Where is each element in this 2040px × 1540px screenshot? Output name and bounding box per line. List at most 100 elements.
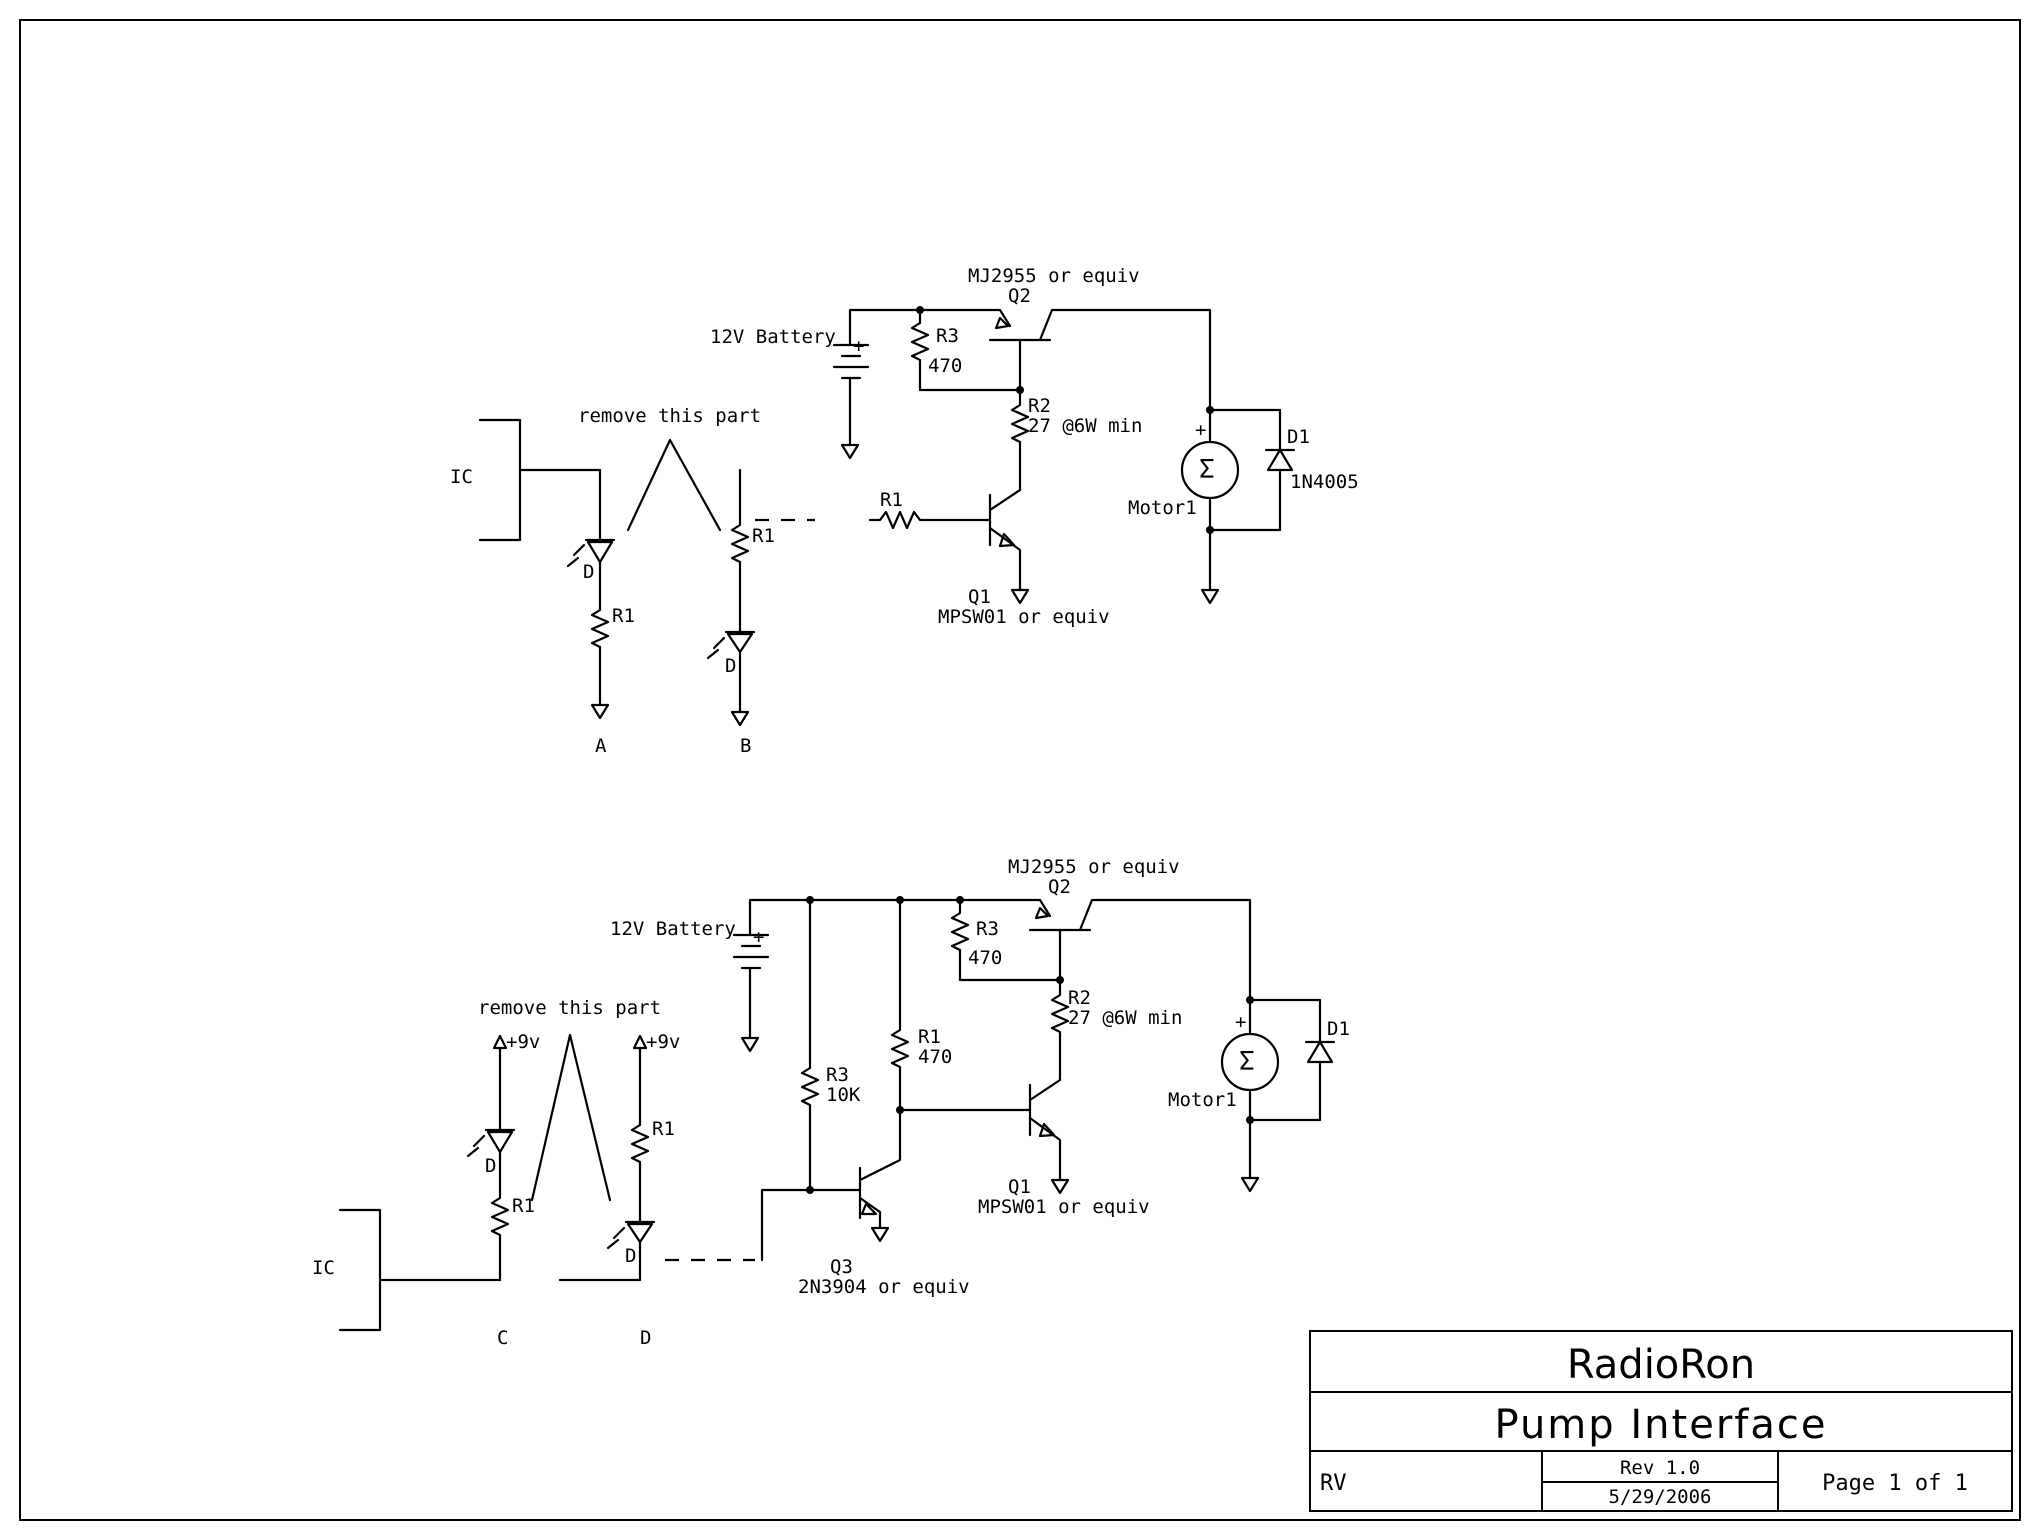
q2-a-ref: Q2 [1008,285,1031,307]
battery-a-label: 12V Battery [710,326,836,348]
label-a: A [595,735,607,757]
resistor-r2-b [1050,978,1070,1082]
d1-b-ref: D1 [1327,1018,1350,1040]
circuit-a: 12V Battery + R3 470 MJ2955 or equiv Q2 … [450,265,1359,757]
motor-a-label: Motor1 [1128,497,1197,519]
label-c: C [497,1327,508,1349]
led-b-rays [706,636,726,660]
drawing-title: Pump Interface [1495,1402,1828,1448]
q1-a-ref: Q1 [968,586,991,608]
motor-a-plus: + [1195,419,1206,441]
ground-b [730,710,750,727]
r1-b-ref: R1 [752,525,775,547]
label-d: D [640,1327,651,1349]
page-number: Page 1 of 1 [1822,1471,1968,1496]
motor-b-plus: + [1235,1011,1246,1033]
ground-a [590,703,610,720]
resistor-r2-a [1010,388,1030,492]
transistor-q1-a [988,488,1030,605]
transistor-q3 [858,1108,902,1230]
ground-motor-a [1200,588,1220,605]
ic-b-bracket [338,1208,502,1332]
ic-b-label: IC [312,1257,335,1279]
motor-b-label: Motor1 [1168,1089,1237,1111]
r2-b-val: 27 @6W min [1068,1007,1182,1029]
sheet-border [19,19,2021,1521]
ground-battery-b [740,1036,760,1053]
ground-q3 [870,1226,890,1243]
q2-b-part: MJ2955 or equiv [1008,856,1180,878]
ic-a-label: IC [450,466,473,488]
r2-a-ref: R2 [1028,395,1051,417]
motor-a-symbol: Σ [1199,455,1215,485]
drawing-date: 5/29/2006 [1609,1486,1712,1508]
transistor-q1-b [1028,1078,1062,1182]
title-block: RadioRon Pump Interface RV Rev 1.0 5/29/… [1309,1330,2013,1512]
led-d-label: D [625,1245,636,1267]
battery-a-plus: + [853,335,864,357]
ic-a-bracket [478,418,522,542]
q2-b-arrow [1034,906,1050,920]
r3-a-ref: R3 [936,325,959,347]
r3-b-val: 470 [968,947,1002,969]
resistor-r1-base-a [868,510,992,530]
q1-b-arrow [1038,1122,1056,1138]
r1b-ref: R1 [918,1026,941,1048]
ground-q1-b [1050,1178,1070,1195]
led-c-label: D [485,1155,496,1177]
r2-a-val: 27 @6W min [1028,415,1142,437]
led-d-rays [606,1226,626,1250]
led-c-rays [466,1134,486,1158]
q3-ref: Q3 [830,1256,853,1278]
transistor-q2-a [918,308,1212,412]
circuit-b: 12V Battery + R3 470 MJ2955 or equiv Q2 … [312,856,1350,1349]
vcc-c-arrow [492,1034,508,1050]
r2-b-ref: R2 [1068,987,1091,1009]
q1-a-part: MPSW01 or equiv [938,606,1110,628]
q3-part: 2N3904 or equiv [798,1276,970,1298]
removed-link-a [626,438,722,532]
vcc-c-label: +9v [506,1031,540,1053]
motor-b-symbol: Σ [1239,1047,1255,1077]
resistor-r3b [760,898,862,1262]
revision: Rev 1.0 [1620,1457,1700,1479]
led-a-rays [566,543,586,568]
r1-d-ref: R1 [652,1118,675,1140]
branch-c [484,1046,516,1282]
led-b-label: D [725,655,736,677]
r1-base-a-ref: R1 [880,489,903,511]
vcc-d-label: +9v [646,1031,680,1053]
transistor-q2-b [1028,898,1252,1002]
r3b-val: 10K [826,1084,861,1106]
author-initials: RV [1320,1471,1347,1496]
resistor-r3-b [950,898,1062,982]
remove-note-b: remove this part [478,997,661,1019]
remove-note-a: remove this part [578,405,761,427]
r3-b-ref: R3 [976,918,999,940]
led-a-label: D [583,561,594,583]
q3-arrow [860,1202,878,1216]
q2-a-part: MJ2955 or equiv [968,265,1140,287]
q1-b-part: MPSW01 or equiv [978,1196,1150,1218]
vcc-d-arrow [632,1034,648,1050]
r1b-val: 470 [918,1046,952,1068]
resistor-r3-a [910,308,1022,392]
d1-a-part: 1N4005 [1290,471,1359,493]
r3-a-val: 470 [928,355,962,377]
q2-b-ref: Q2 [1048,876,1071,898]
battery-b [732,898,1042,1040]
company-name: RadioRon [1567,1342,1755,1388]
label-b: B [740,735,751,757]
r1-c-ref: R1 [512,1195,535,1217]
battery-a [832,308,922,460]
q1-b-ref: Q1 [1008,1176,1031,1198]
r3b-ref: R3 [826,1064,849,1086]
r1-a-ref: R1 [612,605,635,627]
ground-motor-b [1240,1176,1260,1193]
diode-d1-b [1248,998,1336,1180]
branch-d [558,1046,656,1282]
battery-b-plus: + [753,926,764,948]
battery-b-label: 12V Battery [610,918,736,940]
resistor-r1b [890,898,1032,1112]
